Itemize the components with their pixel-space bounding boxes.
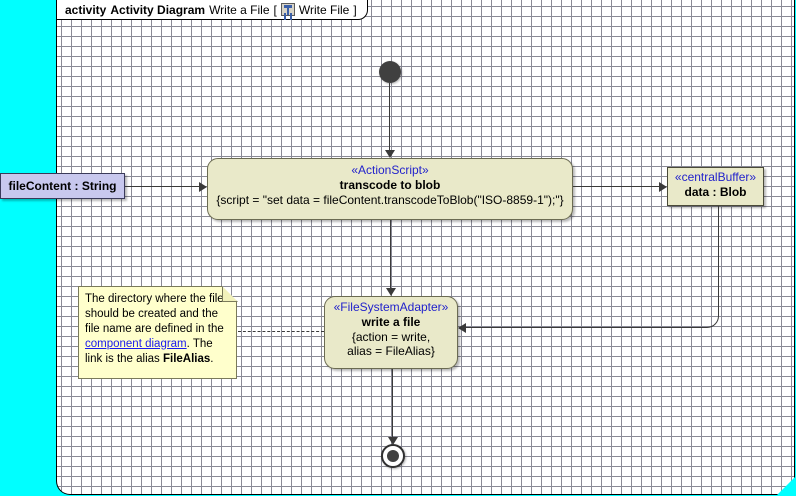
frame-right-border bbox=[794, 0, 795, 482]
write-body-line1: {action = write, bbox=[351, 330, 431, 344]
edge-initial-to-transcode bbox=[389, 83, 390, 150]
diagram-type-label: Activity Diagram bbox=[110, 2, 206, 17]
note-anchor-line bbox=[238, 331, 324, 332]
central-buffer-node-data[interactable]: «centralBuffer» data : Blob bbox=[667, 167, 764, 206]
diagram-kind-label: activity bbox=[65, 2, 107, 17]
arrowhead-buffer-to-write bbox=[458, 323, 466, 333]
frame-ref-label: Write File bbox=[298, 2, 350, 17]
initial-node[interactable] bbox=[379, 61, 401, 83]
note-bold-filealias: FileAlias bbox=[162, 353, 211, 365]
edge-write-to-final bbox=[392, 369, 393, 437]
buffer-stereotype: «centralBuffer» bbox=[674, 170, 757, 184]
write-title: write a file bbox=[361, 315, 421, 329]
bracket-close: ] bbox=[353, 2, 357, 17]
transcode-body: {script = "set data = fileContent.transc… bbox=[216, 193, 564, 207]
edge-transcode-to-buffer bbox=[573, 186, 659, 187]
arrowhead-transcode-to-write bbox=[386, 288, 396, 296]
note-text-part1: The directory where the file should be c… bbox=[85, 293, 224, 335]
action-node-transcode-to-blob[interactable]: «ActionScript» transcode to blob {script… bbox=[207, 158, 573, 220]
edge-pin-to-transcode bbox=[125, 186, 199, 187]
transcode-stereotype: «ActionScript» bbox=[351, 163, 429, 177]
activity-parameter-label: fileContent : String bbox=[8, 179, 117, 193]
note-text-part3: . bbox=[210, 353, 214, 365]
buffer-title: data : Blob bbox=[684, 185, 747, 199]
arrowhead-write-to-final bbox=[388, 437, 398, 445]
note-text-part2: . The link is the alias bbox=[85, 338, 213, 365]
transcode-title: transcode to blob bbox=[339, 178, 441, 192]
diagram-title-tab[interactable]: activity Activity Diagram Write a File [… bbox=[57, 0, 368, 20]
activity-parameter-filecontent[interactable]: fileContent : String bbox=[0, 173, 125, 199]
diagram-name-label: Write a File bbox=[209, 2, 270, 17]
edge-buffer-to-write bbox=[466, 327, 702, 328]
diagram-frame bbox=[56, 0, 795, 495]
activity-diagram-icon bbox=[280, 3, 295, 16]
write-body-line2: alias = FileAlias} bbox=[347, 344, 435, 358]
bracket-open: [ bbox=[273, 2, 277, 17]
action-node-write-a-file[interactable]: «FileSystemAdapter» write a file {action… bbox=[324, 296, 458, 369]
arrowhead-initial-to-transcode bbox=[385, 150, 395, 158]
frame-bottom-border bbox=[70, 494, 786, 495]
edge-transcode-to-write bbox=[390, 220, 391, 288]
activity-final-node[interactable] bbox=[381, 444, 405, 468]
edge-buffer-to-write-corner bbox=[700, 208, 719, 328]
arrowhead-transcode-to-buffer bbox=[659, 182, 667, 192]
arrowhead-pin-to-transcode bbox=[199, 182, 207, 192]
write-stereotype: «FileSystemAdapter» bbox=[333, 300, 449, 314]
note-link-component-diagram[interactable]: component diagram bbox=[85, 338, 187, 350]
note-comment[interactable]: The directory where the file should be c… bbox=[78, 286, 237, 379]
